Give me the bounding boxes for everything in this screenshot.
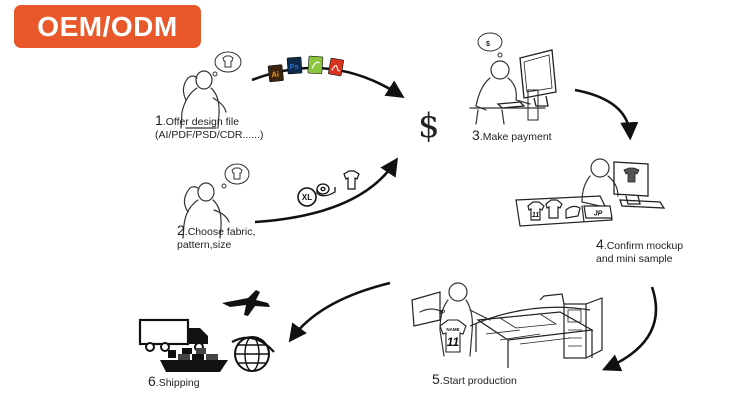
step-number: 1 xyxy=(155,112,163,128)
computer-monitor xyxy=(613,161,666,209)
jersey-number-text: 11 xyxy=(447,335,460,349)
thought-bubble-shirt-icon xyxy=(221,163,250,189)
step-6-label: 6.Shipping xyxy=(148,373,200,390)
size-xl-icon: XL xyxy=(297,187,317,207)
t-shirt-icon xyxy=(343,170,360,190)
payment-dollar-sign: $ xyxy=(418,106,440,146)
arrow-payment-to-mockup xyxy=(574,88,639,141)
arrow-mockup-to-production xyxy=(602,286,658,372)
fabric-roll-icon xyxy=(316,183,336,197)
file-format-icons: Ai Ps xyxy=(267,55,344,83)
person-offering-design xyxy=(180,70,227,129)
coreldraw-file-icon xyxy=(307,55,324,75)
sample-table xyxy=(515,195,613,227)
arrow-step2-to-payment xyxy=(254,157,399,224)
illustrator-file-icon: Ai xyxy=(267,64,284,83)
oem-odm-badge: OEM/ODM xyxy=(14,5,201,48)
cargo-ship-icon xyxy=(160,348,228,372)
sample-jersey-number: 11 xyxy=(532,212,539,219)
step-title: .Offer design file xyxy=(162,116,240,128)
globe-icon xyxy=(231,336,275,372)
svg-text:XL: XL xyxy=(302,193,312,202)
person-choosing-fabric xyxy=(182,182,230,239)
step-title: .Confirm mockup xyxy=(603,240,684,252)
step-number: 4 xyxy=(596,236,604,252)
step-title: .Start production xyxy=(439,375,517,387)
step-title: .Shipping xyxy=(155,377,200,389)
production-worker xyxy=(419,282,491,357)
svg-text:Ps: Ps xyxy=(289,62,299,72)
jersey-name-text: NAME xyxy=(446,327,459,332)
step-2-label: 2.Choose fabric, pattern,size xyxy=(177,222,256,252)
computer-monitor xyxy=(496,49,557,121)
production-machine xyxy=(411,291,603,368)
airplane-icon xyxy=(222,290,270,316)
printed-jersey xyxy=(439,319,467,353)
step-4-label: 4.Confirm mockup and mini sample xyxy=(596,236,684,266)
step-number: 3 xyxy=(472,127,480,143)
step-title: .Choose fabric, xyxy=(184,226,256,238)
step-title: .Make payment xyxy=(479,131,552,143)
step-detail: pattern,size xyxy=(177,239,232,251)
truck-icon xyxy=(138,318,208,352)
thought-bubble-shirt-icon xyxy=(212,51,242,77)
sample-shirt-logo: JP xyxy=(594,211,603,218)
pdf-file-icon xyxy=(328,57,344,77)
step-detail: and mini sample xyxy=(596,253,673,265)
arrow-production-to-shipping xyxy=(288,281,391,343)
step-3-label: 3.Make payment xyxy=(472,127,552,144)
step-number: 5 xyxy=(432,371,440,387)
thought-bubble-dollar-icon xyxy=(477,32,503,58)
step-number: 2 xyxy=(177,222,185,238)
photoshop-file-icon: Ps xyxy=(286,56,303,75)
step-number: 6 xyxy=(148,373,156,389)
small-shirt-logo: JP xyxy=(439,310,446,316)
step-detail: (AI/PDF/PSD/CDR......) xyxy=(155,129,264,141)
svg-text:Ai: Ai xyxy=(271,69,279,79)
step-5-label: 5.Start production xyxy=(432,371,517,388)
bubble-dollar-sign: $ xyxy=(486,41,490,48)
person-making-payment xyxy=(469,60,546,125)
step-1-label: 1.Offer design file (AI/PDF/PSD/CDR.....… xyxy=(155,112,264,142)
